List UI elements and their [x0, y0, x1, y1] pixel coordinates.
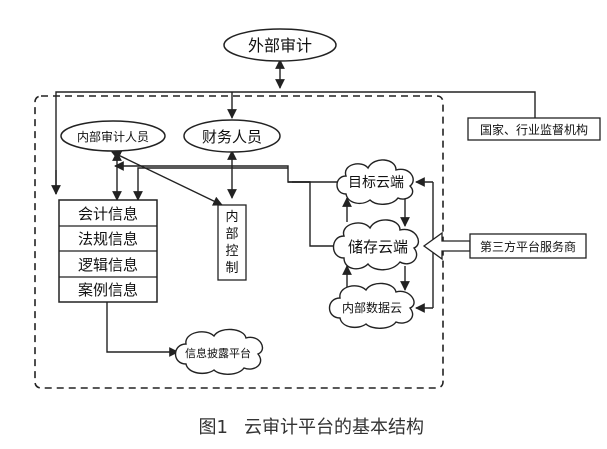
internal-auditor-node: 内部审计人员 — [60, 120, 166, 152]
target-cloud-label: 目标云端 — [348, 175, 404, 191]
info-item-regulation: 法规信息 — [78, 230, 138, 248]
external-audit-label: 外部审计 — [248, 36, 312, 55]
conn-auditor-control — [111, 151, 223, 206]
figure-number: 图1 — [199, 417, 228, 438]
internal-auditor-label: 内部审计人员 — [77, 129, 149, 144]
info-disclosure-node: 信息披露平台 — [174, 328, 264, 375]
internal-control-char-4: 制 — [225, 261, 238, 276]
internal-control-char-3: 控 — [225, 244, 238, 259]
figure-caption: 云审计平台的基本结构 — [244, 417, 424, 438]
conn-storage-info-left — [133, 167, 288, 201]
conn-info-disclosure — [106, 302, 179, 357]
regulator-node: 国家、行业监督机构 — [467, 117, 601, 141]
conn-storage-to-info — [292, 181, 338, 247]
info-disclosure-label: 信息披露平台 — [185, 346, 251, 360]
external-audit-node: 外部审计 — [223, 28, 337, 62]
info-item-accounting: 会计信息 — [78, 205, 138, 223]
connectors — [51, 59, 536, 357]
regulator-label: 国家、行业监督机构 — [480, 122, 588, 137]
conn-target-to-auditor — [114, 161, 338, 183]
info-item-case: 案例信息 — [78, 281, 138, 299]
finance-staff-label: 财务人员 — [202, 128, 262, 146]
third-party-label: 第三方平台服务商 — [480, 239, 576, 254]
third-party-hollow-arrow — [422, 231, 471, 261]
internal-data-cloud-node: 内部数据云 — [328, 282, 415, 329]
internal-control-char-2: 部 — [225, 227, 238, 242]
info-item-logic: 逻辑信息 — [78, 256, 138, 274]
internal-control-char-1: 内 — [225, 209, 238, 225]
conn-top-line — [55, 91, 536, 194]
target-cloud-node: 目标云端 — [336, 159, 414, 205]
finance-staff-node: 财务人员 — [183, 119, 281, 153]
internal-control-node: 内 部 控 制 — [217, 204, 247, 281]
info-stack: 会计信息 法规信息 逻辑信息 案例信息 — [58, 199, 158, 303]
internal-data-cloud-label: 内部数据云 — [342, 300, 402, 315]
third-party-node: 第三方平台服务商 — [469, 233, 587, 259]
storage-cloud-label: 储存云端 — [348, 238, 408, 256]
storage-cloud-node: 储存云端 — [332, 219, 419, 271]
